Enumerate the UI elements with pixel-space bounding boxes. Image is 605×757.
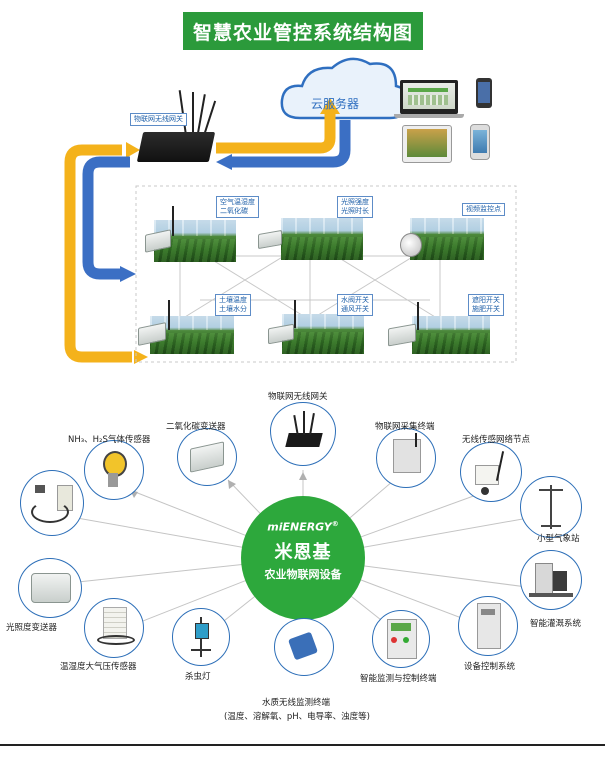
field-label-1: 空气温湿度二氧化碳 <box>216 196 259 218</box>
hub-subtitle: 农业物联网设备 <box>264 568 342 581</box>
cloud-label: 云服务器 <box>311 97 360 111</box>
field-label-4: 土壤温度土壤水分 <box>215 294 251 316</box>
monitor-terminal-icon <box>372 610 430 668</box>
top-diagram <box>64 57 517 364</box>
irrigation-icon <box>520 550 582 610</box>
field-photo-3 <box>410 218 484 260</box>
phone-icon <box>476 78 492 108</box>
weather-station-icon <box>520 476 582 538</box>
device-label-gas: NH₃、H₂S气体传感器 <box>68 435 151 445</box>
page-title: 智慧农业管控系统结构图 <box>183 12 423 50</box>
device-label-water-params: (温度、溶解氧、pH、电导率、浊度等) <box>224 712 370 722</box>
tablet-icon <box>402 125 452 163</box>
wireless-node-icon <box>460 442 522 502</box>
water-probe-icon <box>274 618 334 676</box>
field-label-6: 遮阳开关施肥开关 <box>468 294 504 316</box>
device-label-irrigation: 智能灌溉系统 <box>530 619 582 629</box>
gas-sensor-icon <box>84 440 144 500</box>
device-label-collector: 物联网采集终端 <box>375 422 435 432</box>
field-photo-2 <box>281 218 363 260</box>
router-icon <box>270 402 336 466</box>
gateway-device <box>136 90 217 170</box>
hub-name: 米恩基 <box>274 542 332 563</box>
device-label-weather: 小型气象站 <box>537 534 580 544</box>
bottom-rule <box>0 744 605 746</box>
shelter-icon <box>84 598 144 658</box>
device-label-monitor: 智能监测与控制终端 <box>360 674 437 684</box>
soil-probe-icon <box>20 470 84 536</box>
control-cabinet-icon <box>458 596 518 656</box>
device-label-cabinet: 设备控制系统 <box>464 662 516 672</box>
insect-lamp-icon <box>172 608 230 666</box>
device-label-node: 无线传感网络节点 <box>462 435 531 445</box>
field-label-5: 水阀开关通风开关 <box>337 294 373 316</box>
sensor-box-icon <box>177 428 237 486</box>
device-label-water: 水质无线监测终端 <box>262 698 331 708</box>
device-label-light: 光照度变送器 <box>6 623 58 633</box>
hub-logo: miENERGY® 米恩基 农业物联网设备 <box>241 496 365 620</box>
gateway-label: 物联网无线网关 <box>130 113 187 126</box>
field-label-3: 视频监控点 <box>462 203 505 216</box>
phone-icon-2 <box>470 124 490 160</box>
laptop-icon <box>394 80 464 118</box>
device-label-co2: 二氧化碳变送器 <box>166 422 226 432</box>
device-label-gateway: 物联网无线网关 <box>268 392 328 402</box>
field-label-2: 光照强度光照时长 <box>337 196 373 218</box>
device-label-thp: 温湿度大气压传感器 <box>60 662 137 672</box>
device-label-lamp: 杀虫灯 <box>185 672 211 682</box>
field-photo-6 <box>412 316 490 354</box>
collector-icon <box>376 428 436 488</box>
light-sensor-icon <box>18 558 82 618</box>
camera-icon <box>400 233 422 257</box>
